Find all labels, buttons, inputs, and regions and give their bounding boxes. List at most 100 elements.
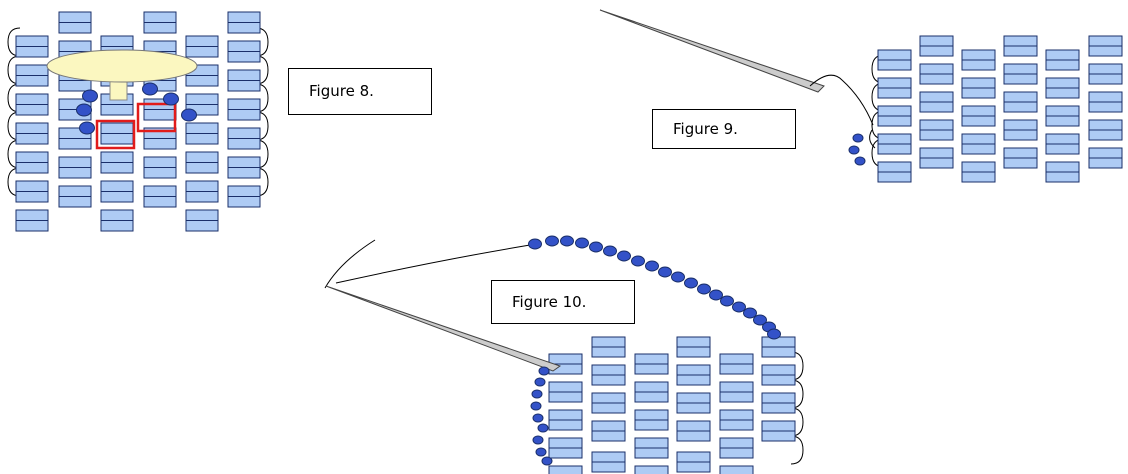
- thread-loop: [7, 139, 21, 169]
- cylinder-bead-icon: [961, 49, 996, 71]
- cylinder-bead-icon: [185, 209, 219, 232]
- figure-9-label: Figure 9.: [652, 109, 796, 149]
- cylinder-bead-icon: [15, 35, 49, 58]
- round-bead-icon: [684, 277, 698, 289]
- cylinder-bead-icon: [919, 35, 954, 57]
- round-bead-icon: [848, 145, 860, 155]
- cylinder-bead-icon: [185, 122, 219, 145]
- figure-8-label: Figure 8.: [288, 68, 432, 115]
- cylinder-bead-icon: [100, 151, 134, 174]
- figure-10-label: Figure 10.: [491, 280, 635, 324]
- cylinder-bead-icon: [961, 77, 996, 99]
- round-bead-icon: [617, 250, 631, 262]
- cylinder-bead-icon: [227, 185, 261, 208]
- round-bead-icon: [645, 260, 659, 272]
- cylinder-bead-icon: [877, 49, 912, 71]
- round-bead-icon: [531, 389, 543, 399]
- round-bead-icon: [142, 82, 158, 96]
- cylinder-bead-icon: [185, 93, 219, 116]
- cylinder-bead-icon: [1003, 147, 1038, 169]
- cylinder-bead-icon: [719, 409, 754, 431]
- cylinder-bead-icon: [676, 451, 711, 473]
- thread-loop: [7, 167, 21, 197]
- cylinder-bead-icon: [719, 437, 754, 459]
- round-bead-icon: [575, 237, 589, 249]
- round-bead-icon: [545, 235, 559, 247]
- round-bead-icon: [541, 456, 553, 466]
- thread-loop: [255, 139, 269, 169]
- needle-thread: [324, 239, 376, 289]
- round-bead-icon: [603, 245, 617, 257]
- thread-loop: [255, 111, 269, 141]
- figure-9-diagram: [599, 9, 1123, 183]
- thread-loop: [7, 83, 21, 113]
- figure-10-diagram: [324, 235, 804, 474]
- cylinder-bead-icon: [548, 465, 583, 474]
- needle-icon: [325, 285, 562, 372]
- thread-loop: [790, 379, 804, 409]
- cylinder-bead-icon: [100, 122, 134, 145]
- cylinder-bead-icon: [961, 161, 996, 183]
- cylinder-bead-icon: [1088, 119, 1123, 141]
- cylinder-bead-icon: [634, 437, 669, 459]
- cylinder-bead-icon: [1045, 49, 1080, 71]
- thread-loop: [7, 27, 21, 57]
- cylinder-bead-icon: [1088, 35, 1123, 57]
- cylinder-bead-icon: [1088, 91, 1123, 113]
- cylinder-bead-icon: [676, 420, 711, 442]
- highlight-frame: [136, 102, 177, 133]
- cylinder-bead-icon: [676, 392, 711, 414]
- round-bead-icon: [181, 108, 197, 122]
- cylinder-bead-icon: [548, 409, 583, 431]
- thread: [335, 244, 531, 284]
- thread-loop: [790, 351, 804, 381]
- cylinder-bead-icon: [961, 133, 996, 155]
- cylinder-bead-icon: [227, 40, 261, 63]
- cylinder-bead-icon: [185, 180, 219, 203]
- figure-8-diagram: [7, 11, 269, 232]
- cylinder-bead-icon: [227, 69, 261, 92]
- cylinder-bead-icon: [100, 180, 134, 203]
- round-bead-icon: [671, 271, 685, 283]
- round-bead-icon: [528, 238, 542, 250]
- round-bead-icon: [530, 401, 542, 411]
- cylinder-bead-icon: [591, 364, 626, 386]
- cylinder-bead-icon: [877, 77, 912, 99]
- thread-loop: [255, 167, 269, 197]
- cylinder-bead-icon: [761, 364, 796, 386]
- cylinder-bead-icon: [761, 420, 796, 442]
- needle-icon: [599, 9, 825, 93]
- cylinder-bead-icon: [719, 465, 754, 474]
- cylinder-bead-icon: [634, 465, 669, 474]
- round-bead-icon: [658, 266, 672, 278]
- cylinder-bead-icon: [185, 151, 219, 174]
- cylinder-bead-icon: [185, 35, 219, 58]
- thread-loop: [255, 27, 269, 57]
- cylinder-bead-icon: [591, 336, 626, 358]
- cylinder-bead-icon: [1003, 35, 1038, 57]
- cylinder-bead-icon: [15, 151, 49, 174]
- cylinder-bead-icon: [58, 185, 92, 208]
- thread-tail: [869, 129, 876, 149]
- cylinder-bead-icon: [1045, 161, 1080, 183]
- cylinder-bead-icon: [143, 185, 177, 208]
- round-bead-icon: [537, 423, 549, 433]
- cylinder-bead-icon: [719, 353, 754, 375]
- round-bead-icon: [852, 133, 864, 143]
- round-bead-icon: [589, 241, 603, 253]
- cylinder-bead-icon: [15, 93, 49, 116]
- cylinder-bead-icon: [877, 133, 912, 155]
- cylinder-bead-icon: [761, 336, 796, 358]
- cylinder-bead-icon: [1088, 63, 1123, 85]
- cylinder-bead-icon: [919, 119, 954, 141]
- round-bead-icon: [709, 289, 723, 301]
- cylinder-bead-icon: [548, 437, 583, 459]
- round-bead-icon: [743, 307, 757, 319]
- thread-loop: [255, 83, 269, 113]
- cylinder-bead-icon: [919, 147, 954, 169]
- cylinder-bead-icon: [15, 64, 49, 87]
- cylinder-bead-icon: [919, 91, 954, 113]
- highlight-frame: [95, 119, 136, 150]
- cylinder-bead-icon: [591, 420, 626, 442]
- cylinder-bead-icon: [676, 336, 711, 358]
